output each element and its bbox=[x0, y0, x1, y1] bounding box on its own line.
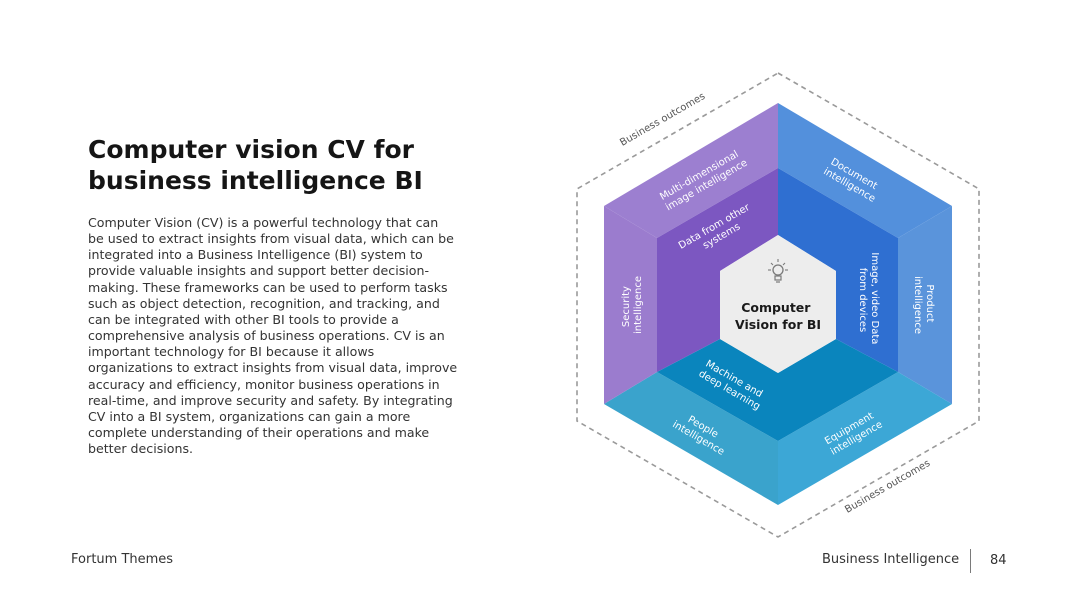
footer-divider bbox=[970, 549, 971, 573]
segment-image-video-data bbox=[778, 168, 898, 372]
segment-document bbox=[778, 103, 952, 238]
label-line: Image, video Data bbox=[869, 252, 880, 344]
footer-section: Business Intelligence bbox=[822, 552, 960, 567]
body-line: better decisions. bbox=[88, 441, 194, 457]
label-security: Security intelligence bbox=[621, 276, 644, 334]
body-line: making. These frameworks can be used to … bbox=[88, 279, 448, 295]
page-number: 84 bbox=[990, 553, 1007, 568]
label-image-video-data: Image, video Data from devices bbox=[857, 252, 880, 347]
label-line: Product bbox=[924, 284, 935, 322]
body-line: be used to extract insights from visual … bbox=[88, 231, 454, 247]
footer-brand: Fortum Themes bbox=[71, 552, 174, 567]
body-line: comprehensive analysis of business opera… bbox=[88, 328, 445, 344]
body-line: real-time, and improve security and safe… bbox=[88, 392, 453, 408]
label-line: Security bbox=[621, 286, 632, 327]
body-line: important technology for BI because it a… bbox=[88, 344, 375, 360]
slide-body-text: Computer Vision (CV) is a powerful techn… bbox=[88, 215, 458, 457]
segment-security bbox=[604, 206, 657, 404]
label-line: intelligence bbox=[633, 276, 644, 334]
title-line: Computer vision CV for bbox=[88, 135, 414, 164]
body-line: provide valuable insights and support be… bbox=[88, 263, 429, 279]
segment-multi-dimensional bbox=[604, 103, 778, 238]
outcome-label-top: Business outcomes bbox=[618, 91, 707, 149]
body-line: organizations to extract insights from v… bbox=[88, 360, 458, 376]
outcome-label-bottom: Business outcomes bbox=[843, 458, 932, 516]
outcome-boundary bbox=[576, 72, 980, 538]
segment-machine-learning bbox=[657, 339, 898, 441]
center-label-line: Vision for BI bbox=[735, 317, 821, 332]
center-hexagon bbox=[720, 235, 836, 373]
slide-title: Computer vision CV for business intellig… bbox=[88, 134, 468, 196]
center-label: Computer Vision for BI bbox=[735, 300, 821, 332]
body-line: such as object detection, recognition, a… bbox=[88, 295, 440, 311]
body-line: can be integrated with other BI tools to… bbox=[88, 311, 399, 327]
segment-equipment bbox=[778, 372, 952, 505]
body-line: complete understanding of their operatio… bbox=[88, 425, 430, 441]
body-line: accuracy and efficiency, monitor busines… bbox=[88, 376, 440, 392]
segment-people bbox=[604, 372, 778, 505]
segment-data-other-systems bbox=[657, 168, 778, 372]
lightbulb-icon bbox=[768, 259, 788, 283]
title-line: business intelligence BI bbox=[88, 166, 423, 195]
segment-product bbox=[898, 206, 952, 404]
body-line: integrated into a Business Intelligence … bbox=[88, 247, 423, 263]
label-line: intelligence bbox=[912, 276, 923, 334]
body-line: CV into a BI system, organizations can g… bbox=[88, 408, 411, 424]
label-line: from devices bbox=[857, 268, 868, 333]
center-label-line: Computer bbox=[741, 300, 811, 315]
label-product: Product intelligence bbox=[912, 276, 935, 334]
body-line: Computer Vision (CV) is a powerful techn… bbox=[88, 215, 439, 230]
